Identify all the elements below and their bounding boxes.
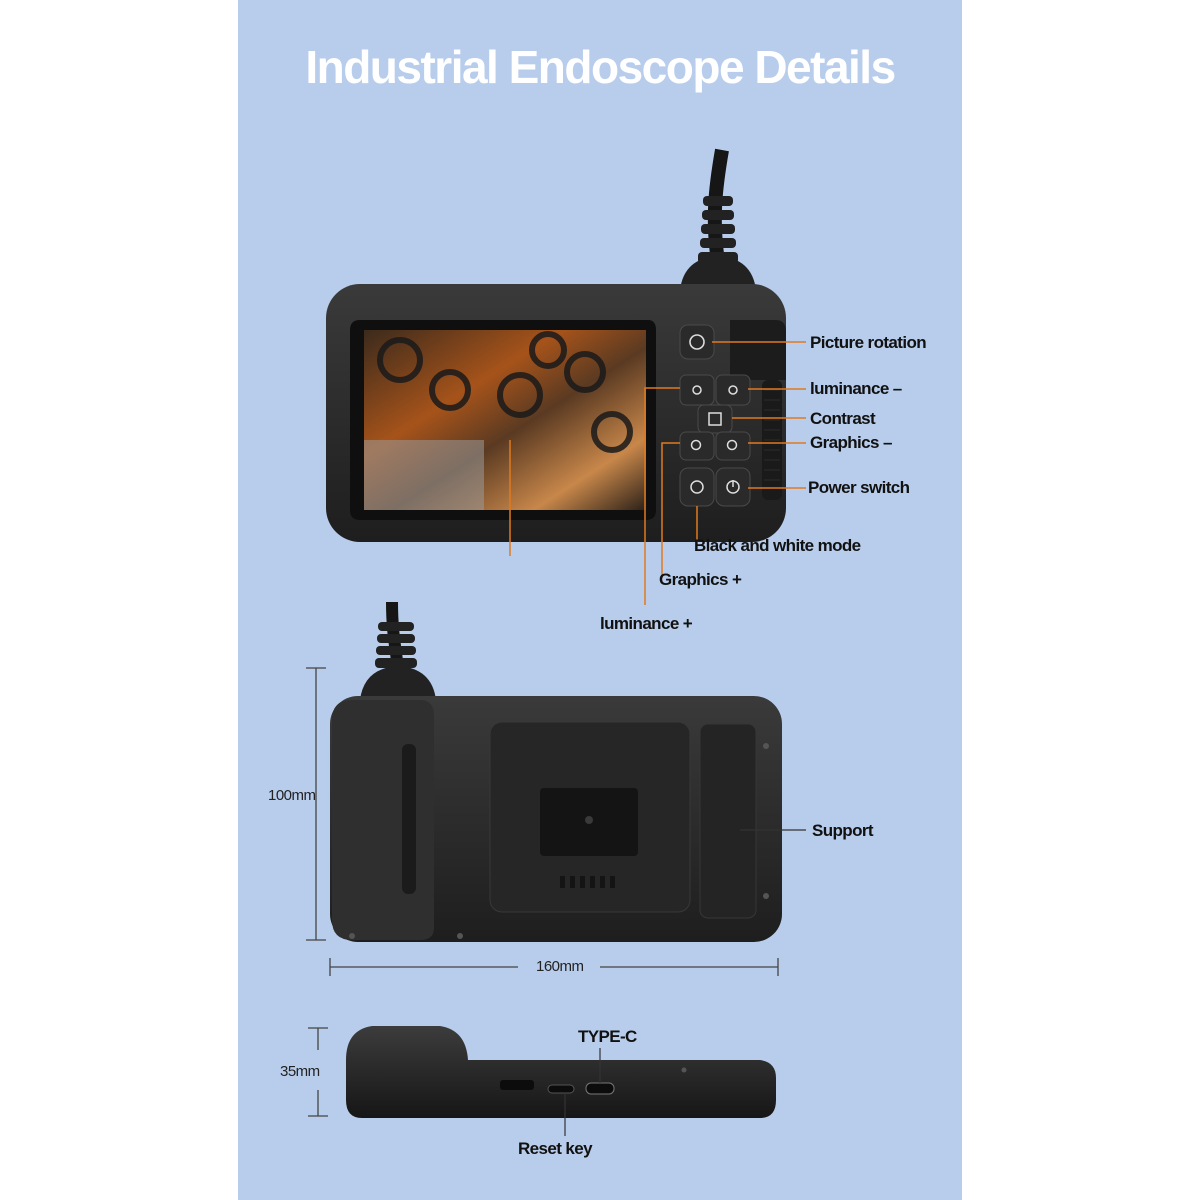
depth-dimension: 35mm xyxy=(280,1063,320,1080)
type-c-label: TYPE-C xyxy=(578,1027,637,1046)
page-title: Industrial Endoscope Details xyxy=(305,41,896,93)
rotation-button xyxy=(679,324,715,360)
side-view-device xyxy=(346,1026,776,1118)
luminance-plus-label: luminance + xyxy=(600,614,693,633)
front-view-device xyxy=(326,148,786,542)
dimension-lines xyxy=(306,667,779,1117)
reset-key-port xyxy=(547,1084,575,1094)
support-stand xyxy=(699,723,757,919)
side-body xyxy=(346,1026,776,1118)
back-view-device xyxy=(330,601,782,942)
type-c-port xyxy=(585,1082,615,1095)
support-label: Support xyxy=(812,821,874,840)
picture-rotation-label: Picture rotation xyxy=(810,333,927,352)
side-leader-lines xyxy=(564,1048,601,1136)
width-dimension: 160mm xyxy=(536,958,584,975)
black-white-mode-label: Black and white mode xyxy=(694,536,861,555)
contrast-label: Contrast xyxy=(810,409,876,428)
graphics-plus-label: Graphics + xyxy=(659,570,742,589)
reset-key-label: Reset key xyxy=(518,1139,593,1158)
luminance-minus-button xyxy=(715,374,751,406)
graphics-minus-button xyxy=(715,431,751,461)
height-dimension: 100mm xyxy=(268,787,316,804)
luminance-minus-label: luminance – xyxy=(810,379,902,398)
power-button xyxy=(715,467,751,507)
graphics-minus-label: Graphics – xyxy=(810,433,892,452)
front-leader-lines xyxy=(509,341,806,605)
cable-socket xyxy=(680,256,756,290)
contrast-button xyxy=(697,404,733,434)
power-switch-label: Power switch xyxy=(808,478,910,497)
bw-mode-button xyxy=(679,467,715,507)
graphics-plus-button xyxy=(679,431,715,461)
luminance-plus-button xyxy=(679,374,715,406)
background-panel xyxy=(238,0,962,1200)
